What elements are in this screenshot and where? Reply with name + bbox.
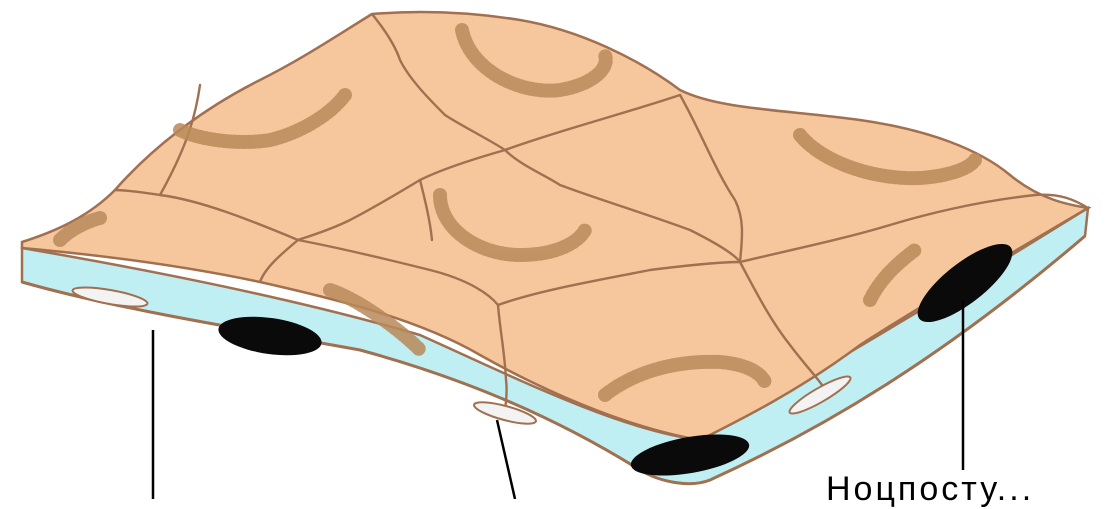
pointer-line-center (497, 420, 515, 499)
nucleus-label: Ноцпосту... (826, 470, 1034, 509)
epithelium-surface (22, 12, 1088, 440)
